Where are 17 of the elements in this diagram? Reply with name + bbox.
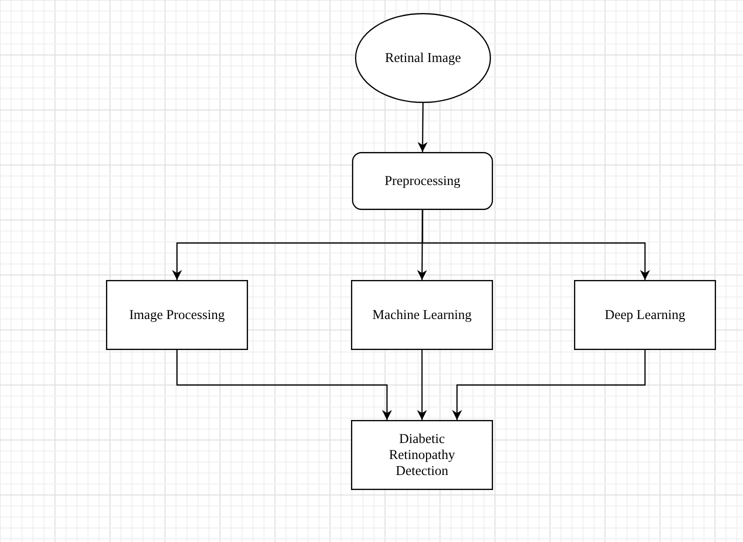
arrow (417, 350, 427, 420)
arrow (176, 350, 392, 420)
process-box (351, 420, 493, 490)
process-box (574, 280, 716, 350)
node-label: Retinal Image (384, 50, 462, 66)
process-box (352, 152, 493, 210)
process-box (351, 280, 493, 350)
arrow (452, 350, 646, 420)
start-ellipse (355, 13, 491, 103)
node-label: Image Processing (128, 306, 226, 324)
arrow (422, 210, 650, 280)
process-box (106, 280, 248, 350)
arrow (418, 103, 428, 152)
node-label: Preprocessing (384, 172, 462, 190)
node-label: Deep Learning (604, 306, 686, 324)
node-label: Diabetic Retinopathy Detection (388, 430, 456, 480)
node-label: Machine Learning (371, 306, 473, 324)
